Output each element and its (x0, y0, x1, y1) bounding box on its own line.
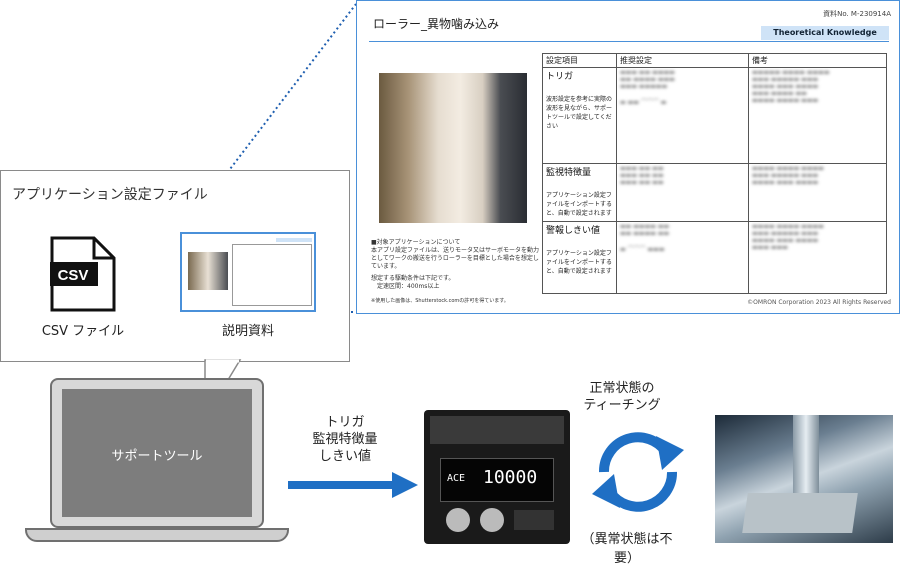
table-cell-item: トリガ波形設定を参考に実際の波形を見ながら、サポートツールで設定してください (542, 67, 617, 164)
device-knob[interactable] (446, 508, 470, 532)
table-header: 備考 (748, 53, 887, 68)
table-cell-item: 警報しきい値アプリケーション設定ファイルをインポートすると、自動で設定されます (542, 221, 617, 294)
roller-photo (379, 73, 527, 223)
device-knob[interactable] (480, 508, 504, 532)
table-cell-item: 監視特徴量アプリケーション設定ファイルをインポートすると、自動で設定されます (542, 163, 617, 222)
doc-divider (369, 41, 889, 42)
manual-thumbnail[interactable] (180, 232, 316, 312)
support-tool-label: サポートツール (111, 449, 203, 464)
doc-number: 資料No. M-230914A (823, 10, 891, 18)
row-item: 監視特徴量 (546, 168, 592, 178)
device-buttons[interactable] (514, 510, 554, 530)
doc-badge: Theoretical Knowledge (761, 26, 889, 40)
abnormal-not-required: （異常状態は不要） (581, 532, 673, 566)
table-header: 設定項目 (542, 53, 617, 68)
manual-label: 説明資料 (221, 324, 274, 339)
sensor-device: ACE 10000 (424, 410, 570, 544)
csv-file-label: CSV ファイル (41, 324, 125, 339)
doc-note: ※使用した画像は、Shutterstock.comの許可を得ています。 (371, 298, 509, 304)
device-display: ACE 10000 (440, 458, 554, 502)
teaching-line1: 正常状態の (589, 381, 655, 396)
doc-note: 想定する駆動条件は下記です。 (371, 275, 455, 282)
doc-notes: ■対象アプリケーションについて 本アプリ設定ファイルは、送りモータ又はサーボモー… (371, 239, 539, 305)
machining-photo (715, 415, 893, 543)
row-desc: 波形設定を参考に実際の波形を見ながら、サポートツールで設定してください (546, 96, 613, 130)
row-desc: アプリケーション設定ファイルをインポートすると、自動で設定されます (546, 250, 613, 275)
row-item: トリガ (546, 72, 574, 82)
row-item: 警報しきい値 (546, 226, 601, 236)
table-cell-blurred: ▬▬▬ ▬▬ ▬▬▬▬▬▬ ▬▬▬▬ ▬▬▬▬▬▬ ▬▬▬▬▬▬ ▬▬ ⌒⌒⌒ … (616, 67, 749, 164)
table-cell-blurred: ▬▬▬ ▬▬ ▬▬▬▬▬ ▬▬ ▬▬▬▬▬ ▬▬ ▬▬ (616, 163, 749, 222)
parameter-list: トリガ 監視特徴量 しきい値 (290, 414, 400, 465)
device-terminals (430, 416, 564, 444)
table-row: トリガ波形設定を参考に実際の波形を見ながら、サポートツールで設定してください ▬… (542, 67, 887, 164)
device-display-value: 10000 (483, 467, 538, 488)
laptop-screen[interactable] (62, 389, 252, 517)
laptop-base (25, 528, 289, 542)
param-trigger: トリガ (325, 415, 365, 430)
csv-file-icon[interactable]: CSV (50, 236, 116, 312)
doc-note: ■対象アプリケーションについて (371, 239, 461, 246)
copyright: ©OMRON Corporation 2023 All Rights Reser… (747, 299, 891, 306)
settings-table: 設定項目 推奨設定 備考 トリガ波形設定を参考に実際の波形を見ながら、サポートツ… (542, 53, 887, 294)
table-cell-blurred: ▬▬▬▬▬ ▬▬▬▬ ▬▬▬▬▬▬▬ ▬▬▬▬▬ ▬▬▬▬▬▬▬ ▬▬▬ ▬▬▬… (748, 67, 887, 164)
table-cell-blurred: ▬▬▬▬ ▬▬▬▬ ▬▬▬▬▬▬▬ ▬▬▬▬▬ ▬▬▬▬▬▬▬ ▬▬▬ ▬▬▬▬… (748, 221, 887, 294)
param-threshold: しきい値 (318, 449, 371, 464)
doc-note: 本アプリ設定ファイルは、送りモータ又はサーボモータを動力としてワークの搬送を行う… (371, 247, 540, 270)
row-desc: アプリケーション設定ファイルをインポートすると、自動で設定されます (546, 192, 613, 217)
table-cell-blurred: ▬▬▬▬ ▬▬▬▬ ▬▬▬▬▬▬▬ ▬▬▬▬▬ ▬▬▬▬▬▬▬ ▬▬▬ ▬▬▬▬ (748, 163, 887, 222)
csv-icon-text: CSV (58, 267, 89, 284)
table-cell-blurred: ▬▬ ▬▬▬▬ ▬▬▬▬ ▬▬▬▬ ▬▬▬ ⌒⌒⌒ ▬▬▬ (616, 221, 749, 294)
manual-document: 資料No. M-230914A ローラー_異物噛み込み Theoretical … (356, 0, 900, 314)
teaching-line2: ティーチング (583, 398, 661, 413)
table-header-row: 設定項目 推奨設定 備考 (542, 53, 887, 68)
right-arrow-icon (288, 472, 418, 498)
app-settings-title: アプリケーション設定ファイル (12, 187, 208, 203)
teaching-label: 正常状態の ティーチング (572, 380, 672, 414)
table-row: 警報しきい値アプリケーション設定ファイルをインポートすると、自動で設定されます … (542, 221, 887, 294)
table-row: 監視特徴量アプリケーション設定ファイルをインポートすると、自動で設定されます ▬… (542, 163, 887, 222)
cycle-arrows-icon (592, 432, 684, 512)
doc-note: 定速区間：400ms以上 (377, 283, 440, 290)
table-header: 推奨設定 (616, 53, 749, 68)
doc-title: ローラー_異物噛み込み (373, 17, 500, 31)
param-feature: 監視特徴量 (312, 432, 378, 447)
device-display-left: ACE (447, 473, 466, 484)
